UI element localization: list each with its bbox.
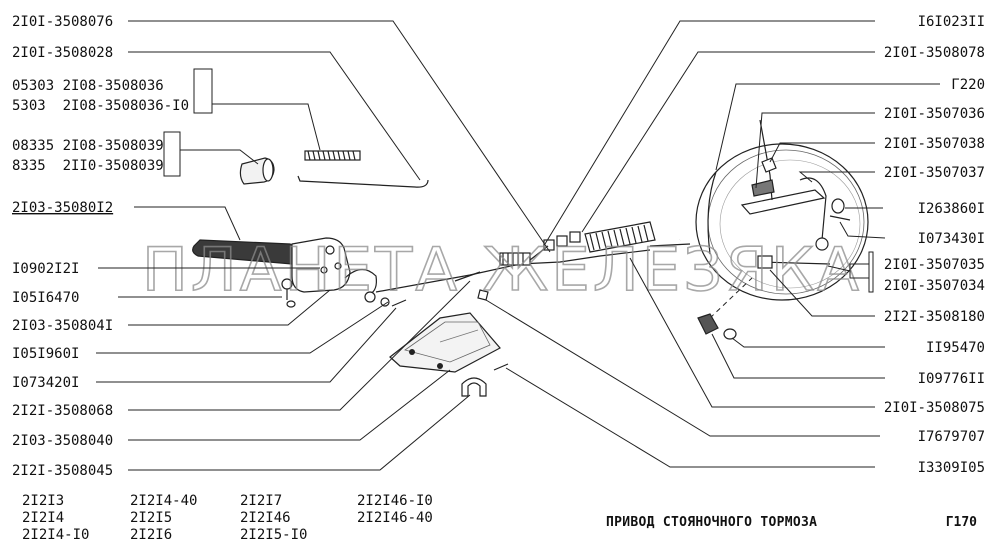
label-2101-3507038: 2I0I-3507038 xyxy=(884,136,985,152)
rear-cable xyxy=(649,231,831,269)
brake-shield xyxy=(695,143,869,301)
adjuster-nuts xyxy=(529,231,581,261)
bracket-box-2 xyxy=(163,131,181,177)
rod-hook xyxy=(297,175,429,188)
label-2101-3507034: 2I0I-3507034 xyxy=(884,278,985,294)
label-08335-2108-3508039: 08335 2I08-3508039 xyxy=(12,138,164,154)
spring-left xyxy=(304,150,361,161)
label-2121-3508068: 2I2I-3508068 xyxy=(12,403,113,419)
label-2101-3508078: 2I0I-3508078 xyxy=(884,45,985,61)
model-list: 2I2I3 2I2I4 2I2I4-I0 2I2I4-40 2I2I5 2I2I… xyxy=(22,493,433,543)
cap-bush xyxy=(239,157,275,185)
model-item: 2I2I46-I0 xyxy=(357,493,433,509)
model-item: 2I2I46-40 xyxy=(357,510,433,526)
labels-left: 2I0I-3508076 2I0I-3508028 05303 2I08-350… xyxy=(12,14,213,479)
page-title: ПРИВОД СТОЯНОЧНОГО ТОРМОЗА xyxy=(606,515,817,530)
label-2101-3508076: 2I0I-3508076 xyxy=(12,14,113,30)
label-2101-3508075: 2I0I-3508075 xyxy=(884,400,985,416)
model-item: 2I2I5-I0 xyxy=(240,527,307,543)
bracket-box-1 xyxy=(193,68,213,114)
label-10902121: I0902I2I xyxy=(12,261,79,277)
label-2121-3508045: 2I2I-3508045 xyxy=(12,463,113,479)
label-10519601: I05I960I xyxy=(12,346,79,362)
label-10516470: I05I6470 xyxy=(12,290,79,306)
cable-guide-plate xyxy=(389,312,501,373)
label-2103-3508040: 2I03-3508040 xyxy=(12,433,113,449)
brake-lever xyxy=(192,237,377,295)
label-13309105: I3309I05 xyxy=(918,460,985,476)
label-1195470: II95470 xyxy=(926,340,985,356)
model-item: 2I2I5 xyxy=(130,510,172,526)
leader-lines xyxy=(96,20,940,471)
label-2103-3508041: 2I03-350804I xyxy=(12,318,113,334)
label-2101-3508028: 2I0I-3508028 xyxy=(12,45,113,61)
label-5303-2108-3508036-10: 5303 2I08-3508036-I0 xyxy=(12,98,189,114)
parts-drawing xyxy=(192,119,869,397)
labels-right: I6I023II 2I0I-3508078 Г220 2I0I-3507036 … xyxy=(868,14,985,476)
shoe-lever xyxy=(740,119,829,251)
model-item: 2I2I4-40 xyxy=(130,493,197,509)
label-10734301: I073430I xyxy=(918,231,985,247)
model-item: 2I2I6 xyxy=(130,527,172,543)
model-item: 2I2I3 xyxy=(22,493,64,509)
label-2101-3507037: 2I0I-3507037 xyxy=(884,165,985,181)
page-code: Г170 xyxy=(946,515,977,530)
label-10734201: I073420I xyxy=(12,375,79,391)
watermark: ПЛАНЕТА ЖЕЛЕЗЯКА xyxy=(142,235,862,305)
label-2101-3507035: 2I0I-3507035 xyxy=(884,257,985,273)
label-2101-3507036: 2I0I-3507036 xyxy=(884,106,985,122)
label-12638601: I263860I xyxy=(918,201,985,217)
label-17679707: I7679707 xyxy=(918,429,985,445)
bracket-box-3 xyxy=(868,251,874,293)
clamp-bracket xyxy=(461,363,509,397)
shield-pins xyxy=(761,157,851,221)
model-item: 2I2I7 xyxy=(240,493,282,509)
front-cable xyxy=(375,249,651,293)
label-2103-3508012: 2I03-35080I2 xyxy=(12,200,113,216)
model-item: 2I2I46 xyxy=(240,510,291,526)
label-g220: Г220 xyxy=(951,77,985,93)
spring-equalizer xyxy=(584,221,656,253)
lever-bolts xyxy=(281,278,407,308)
label-05303-2108-3508036: 05303 2I08-3508036 xyxy=(12,78,164,94)
shield-bolts xyxy=(697,313,737,340)
label-2121-3508180: 2I2I-3508180 xyxy=(884,309,985,325)
dashed-guide xyxy=(709,277,753,319)
model-item: 2I2I4 xyxy=(22,510,64,526)
label-10977611: I09776II xyxy=(918,371,985,387)
label-16102311: I6I023II xyxy=(918,14,985,30)
model-item: 2I2I4-I0 xyxy=(22,527,89,543)
label-8335-2110-3508039: 8335 2II0-3508039 xyxy=(12,158,164,174)
